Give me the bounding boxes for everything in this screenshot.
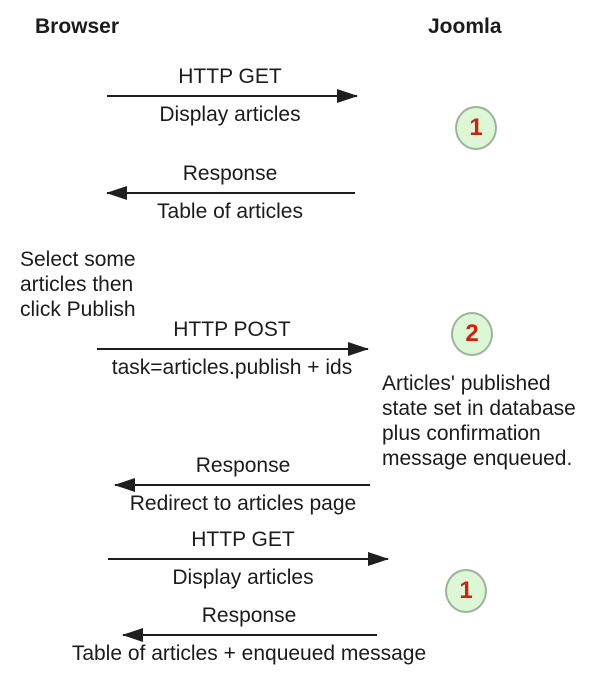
actor-browser-label: Browser	[35, 15, 120, 38]
arrow-right	[97, 342, 369, 356]
arrow-left	[106, 186, 355, 200]
arrow-row	[80, 89, 380, 103]
step-badge-1: 1	[455, 106, 497, 150]
message-title: Response	[195, 454, 291, 477]
arrowhead-left-icon	[114, 478, 135, 492]
message-response-1: Response Table of articles	[80, 161, 380, 225]
message-title: HTTP GET	[191, 528, 295, 551]
arrow-right	[107, 89, 358, 103]
arrow-row	[65, 628, 433, 642]
arrowhead-right-icon	[348, 342, 369, 356]
browser-action-note: Select some articles then click Publish	[20, 248, 136, 321]
message-subtitle: Display articles	[172, 566, 314, 589]
message-title: HTTP POST	[173, 318, 291, 341]
message-subtitle: task=articles.publish + ids	[111, 356, 353, 379]
arrow-left	[114, 478, 370, 492]
message-subtitle: Display articles	[159, 103, 301, 126]
message-subtitle: Redirect to articles page	[129, 492, 357, 515]
message-subtitle: Table of articles	[157, 200, 303, 223]
joomla-action-note: Articles' published state set in databas…	[382, 372, 576, 470]
arrow-row	[93, 478, 393, 492]
arrow-row	[80, 186, 380, 200]
message-title: Response	[201, 604, 297, 627]
step-number: 2	[465, 320, 479, 347]
message-title: Response	[182, 162, 278, 185]
step-badge-2: 2	[451, 312, 493, 356]
message-http-get-1: HTTP GET Display articles	[80, 64, 380, 128]
arrowhead-right-icon	[368, 552, 389, 566]
message-http-get-2: HTTP GET Display articles	[93, 527, 393, 591]
arrowhead-right-icon	[337, 89, 358, 103]
message-subtitle: Table of articles + enqueued message	[71, 642, 427, 665]
message-response-2: Response Table of articles + enqueued me…	[65, 603, 433, 667]
arrow-right	[108, 552, 389, 566]
message-response-redirect: Response Redirect to articles page	[93, 453, 393, 517]
arrowhead-left-icon	[106, 186, 127, 200]
message-http-post: HTTP POST task=articles.publish + ids	[82, 317, 382, 381]
actor-joomla-label: Joomla	[428, 15, 502, 38]
arrow-row	[93, 552, 393, 566]
message-title: HTTP GET	[178, 65, 282, 88]
arrow-row	[82, 342, 382, 356]
step-badge-3: 1	[445, 569, 487, 613]
arrowhead-left-icon	[122, 628, 143, 642]
step-number: 1	[469, 114, 483, 141]
step-number: 1	[459, 577, 473, 604]
arrow-left	[122, 628, 377, 642]
